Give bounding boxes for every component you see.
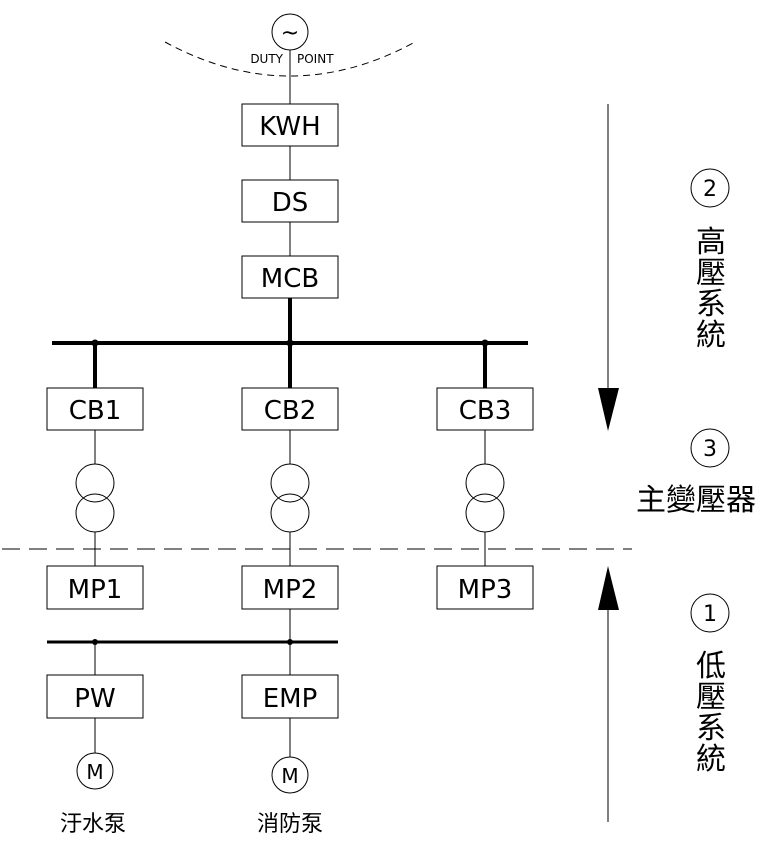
lv-title-char: 統 [696, 742, 726, 777]
motor-symbol: M [86, 760, 103, 784]
mcb-box: MCB [241, 255, 339, 299]
fire-pump-motor: M [271, 756, 309, 794]
fire-pump-label: 消防泵 [257, 812, 323, 837]
transformer-icon [270, 493, 310, 533]
transformer-1 [75, 430, 115, 566]
lv-title-char: 壓 [696, 680, 726, 715]
ds-box: DS [241, 179, 339, 223]
mp3-label: MP3 [458, 575, 513, 605]
mcb-label: MCB [261, 264, 319, 294]
transformer-icon [270, 463, 310, 503]
ac-source-symbol: ~ [281, 21, 299, 46]
arrow-down-icon [598, 388, 619, 431]
section-number: 1 [703, 602, 717, 627]
transformer-2 [270, 430, 310, 566]
kwh-label: KWH [259, 112, 320, 142]
arrow-up-icon [598, 566, 619, 610]
motor-icon [271, 756, 309, 794]
mp1-label: MP1 [68, 575, 123, 605]
sewage-pump-motor: M [76, 752, 114, 790]
hv-title-char: 高 [696, 225, 726, 260]
hv-title-char: 統 [696, 318, 726, 353]
transformer-title: 主變壓器 [636, 483, 756, 518]
section-2-marker: 2 [690, 168, 730, 208]
ds-label: DS [272, 188, 309, 218]
transformer-icon [75, 463, 115, 503]
mp3-box: MP3 [436, 565, 534, 610]
transformer-icon [75, 493, 115, 533]
pw-label: PW [74, 684, 115, 714]
ac-source: ~ [271, 13, 309, 51]
section-number-circle [690, 428, 730, 468]
hv-title-char: 壓 [696, 256, 726, 291]
sewage-pump-label: 汙水泵 [60, 812, 126, 837]
point-label: POINT [297, 52, 334, 66]
hv-direction-arrow [598, 104, 619, 431]
mp1-box: MP1 [46, 565, 144, 610]
section-number-circle [690, 168, 730, 208]
motor-icon [76, 752, 114, 790]
cb3-box: CB3 [436, 387, 534, 431]
lv-title-char: 低 [696, 649, 726, 684]
transformer-icon [465, 493, 505, 533]
section-1-marker: 1 [690, 593, 730, 633]
motor-symbol: M [281, 764, 298, 788]
emp-box: EMP [241, 674, 339, 719]
mp2-box: MP2 [241, 565, 339, 610]
cb1-label: CB1 [69, 396, 122, 426]
cb2-box: CB2 [241, 387, 339, 431]
cb3-label: CB3 [459, 396, 512, 426]
kwh-meter-box: KWH [241, 103, 339, 147]
duty-label: DUTY [250, 52, 283, 66]
hv-title-char: 系 [696, 287, 726, 322]
mp2-label: MP2 [263, 575, 318, 605]
lv-direction-arrow [598, 566, 619, 822]
section-number-circle [690, 593, 730, 633]
lv-title-char: 系 [696, 711, 726, 746]
cb2-label: CB2 [264, 396, 317, 426]
emp-label: EMP [263, 684, 318, 714]
pw-box: PW [46, 674, 144, 719]
transformer-icon [465, 463, 505, 503]
transformer-3 [465, 430, 505, 566]
section-number: 3 [703, 437, 717, 462]
section-number: 2 [703, 177, 717, 202]
section-3-marker: 3 [690, 428, 730, 468]
cb1-box: CB1 [46, 387, 144, 431]
